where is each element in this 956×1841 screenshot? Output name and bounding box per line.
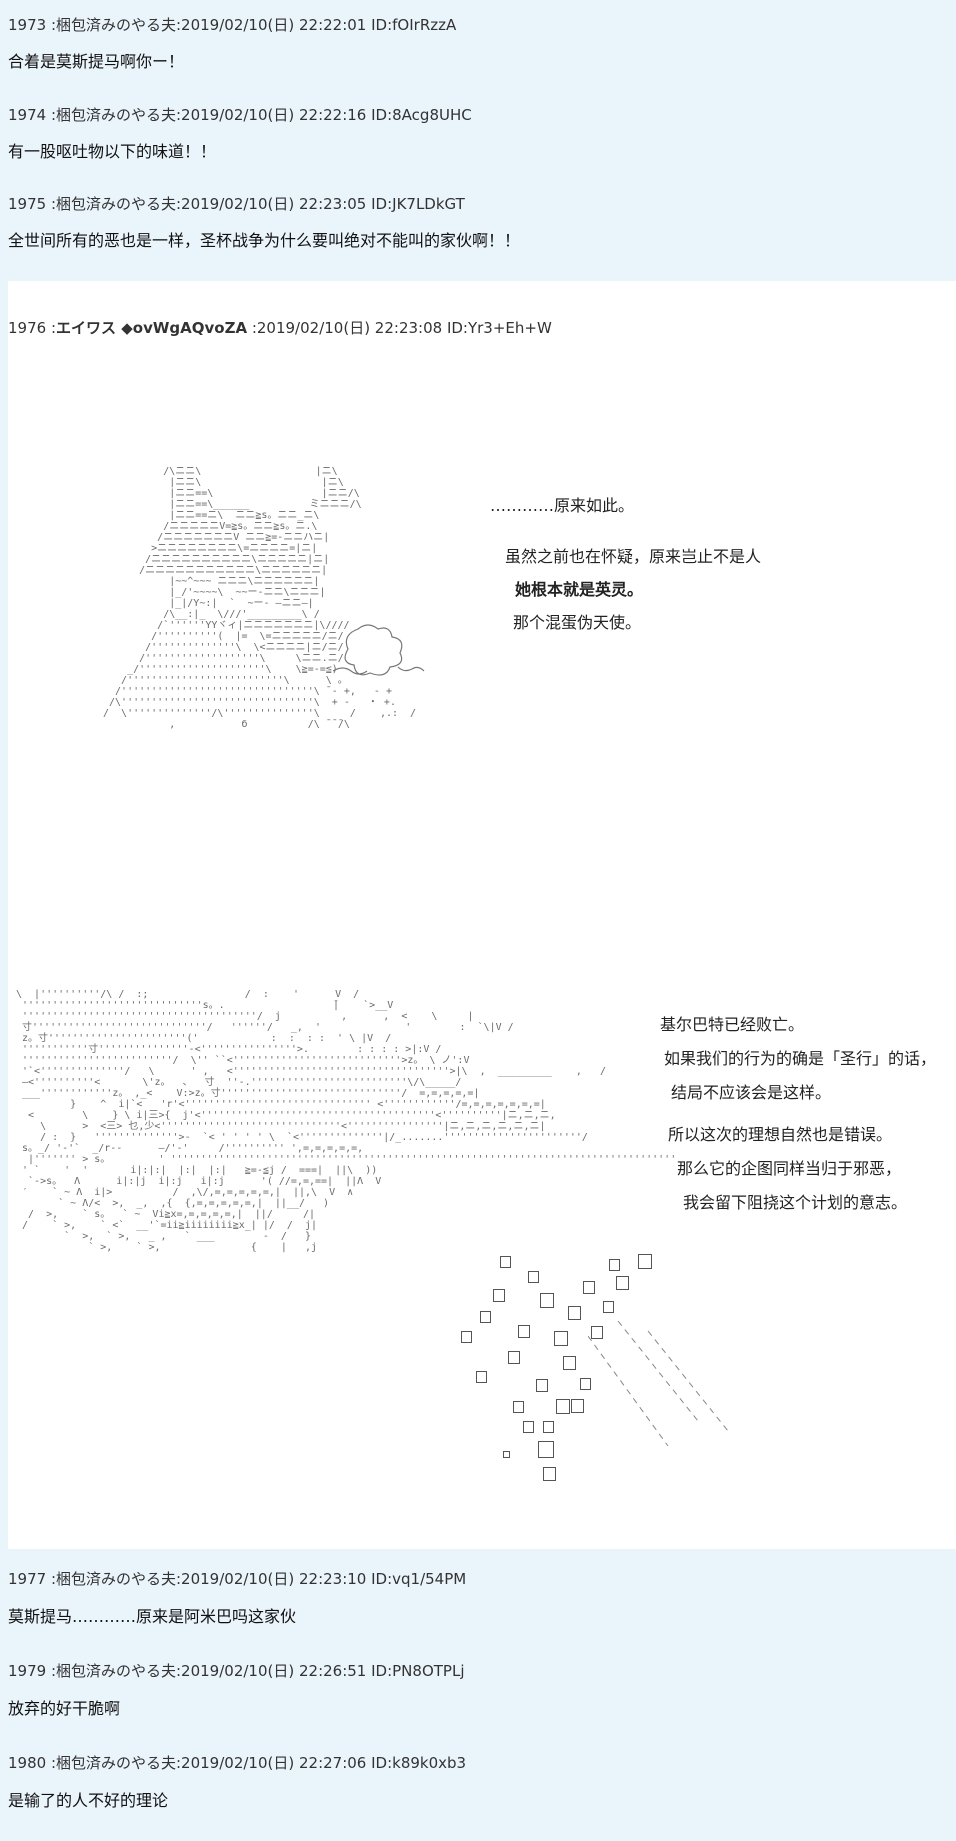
block-shape <box>500 1256 511 1268</box>
block-shape <box>536 1379 548 1392</box>
post-header: 1979 :梱包済みのやる夫:2019/02/10(日) 22:26:51 ID… <box>8 1662 465 1680</box>
post-meta: :2019/02/10(日) 22:23:08 ID:Yr3+Eh+W <box>247 319 552 337</box>
post-header: 1980 :梱包済みのやる夫:2019/02/10(日) 22:27:06 ID… <box>8 1754 467 1772</box>
aa-post-panel: 1976 :エイワス ◆ovWgAQvoZA :2019/02/10(日) 22… <box>8 281 956 1549</box>
block-shape <box>518 1325 530 1338</box>
narration-line: 我会留下阻挠这个计划的意志。 <box>683 1193 908 1212</box>
post-body: 放弃的好干脆啊 <box>8 1699 121 1718</box>
block-shape <box>616 1276 629 1290</box>
post-number: 1976 : <box>8 319 56 337</box>
post-header: 1973 :梱包済みのやる夫:2019/02/10(日) 22:22:01 ID… <box>8 16 457 34</box>
poster-name: エイワス ◆ovWgAQvoZA <box>56 319 248 337</box>
post-body: 合着是莫斯提马啊你ー！ <box>8 52 185 71</box>
block-shape <box>554 1331 568 1346</box>
block-shape <box>543 1467 556 1481</box>
post-header: 1974 :梱包済みのやる夫:2019/02/10(日) 22:22:16 ID… <box>8 106 472 124</box>
narration-line: 结局不应该会是这样。 <box>671 1083 832 1102</box>
narration-line: 那么它的企图同样当归于邪恶， <box>677 1159 902 1178</box>
narration-line: 她根本就是英灵。 <box>515 580 644 599</box>
block-shape <box>461 1331 472 1343</box>
block-shape <box>513 1401 524 1413</box>
block-shape <box>503 1451 510 1458</box>
block-shape <box>563 1356 576 1370</box>
block-shape <box>480 1311 491 1323</box>
narration-line: …………原来如此。 <box>490 496 635 515</box>
post-body: 全世间所有的恶也是一样，圣杯战争为什么要叫绝对不能叫的家伙啊！！ <box>8 231 521 250</box>
post-body: 是输了的人不好的理论 <box>8 1791 169 1810</box>
block-shape <box>508 1351 520 1364</box>
block-shape <box>540 1293 554 1308</box>
block-shape <box>523 1421 534 1433</box>
block-shape <box>638 1254 652 1269</box>
ascii-art-battle-scene: \ |''''''''''/\ / :; / : ' V / '''''''''… <box>16 989 677 1253</box>
narration-line: 虽然之前也在怀疑，原来岂止不是人 <box>505 547 762 566</box>
narration-line: 那个混蛋伪天使。 <box>513 613 642 632</box>
post-body: 有一股呕吐物以下的味道！！ <box>8 142 217 161</box>
block-shape <box>543 1421 554 1433</box>
block-shape <box>571 1399 584 1413</box>
light-rays <box>588 1321 729 1447</box>
block-shape <box>476 1371 487 1383</box>
block-shape <box>591 1326 603 1339</box>
main-post-header: 1976 :エイワス ◆ovWgAQvoZA :2019/02/10(日) 22… <box>8 317 552 338</box>
block-shape <box>528 1271 539 1283</box>
block-shape <box>609 1259 620 1271</box>
post-header: 1977 :梱包済みのやる夫:2019/02/10(日) 22:23:10 ID… <box>8 1570 467 1588</box>
block-shape <box>538 1441 554 1458</box>
cloud-icon <box>332 624 425 676</box>
post-body: 莫斯提马…………原来是阿米巴吗这家伙 <box>8 1607 297 1626</box>
block-shape <box>556 1399 570 1414</box>
ascii-art-figure: /\ニニ\ |ニ\ |ニニ\ |ニ\ |ニニ==\ |ニニ/\ |ニニ==\__… <box>103 466 417 730</box>
block-shape <box>580 1378 591 1390</box>
post-header: 1975 :梱包済みのやる夫:2019/02/10(日) 22:23:05 ID… <box>8 195 465 213</box>
block-shape <box>603 1301 614 1313</box>
narration-line: 所以这次的理想自然也是错误。 <box>668 1125 893 1144</box>
block-shape <box>568 1306 581 1320</box>
block-shape <box>493 1289 505 1302</box>
block-shape <box>583 1281 595 1294</box>
narration-line: 基尔巴特已经败亡。 <box>660 1015 805 1034</box>
narration-line: 如果我们的行为的确是「圣行」的话， <box>664 1049 937 1068</box>
